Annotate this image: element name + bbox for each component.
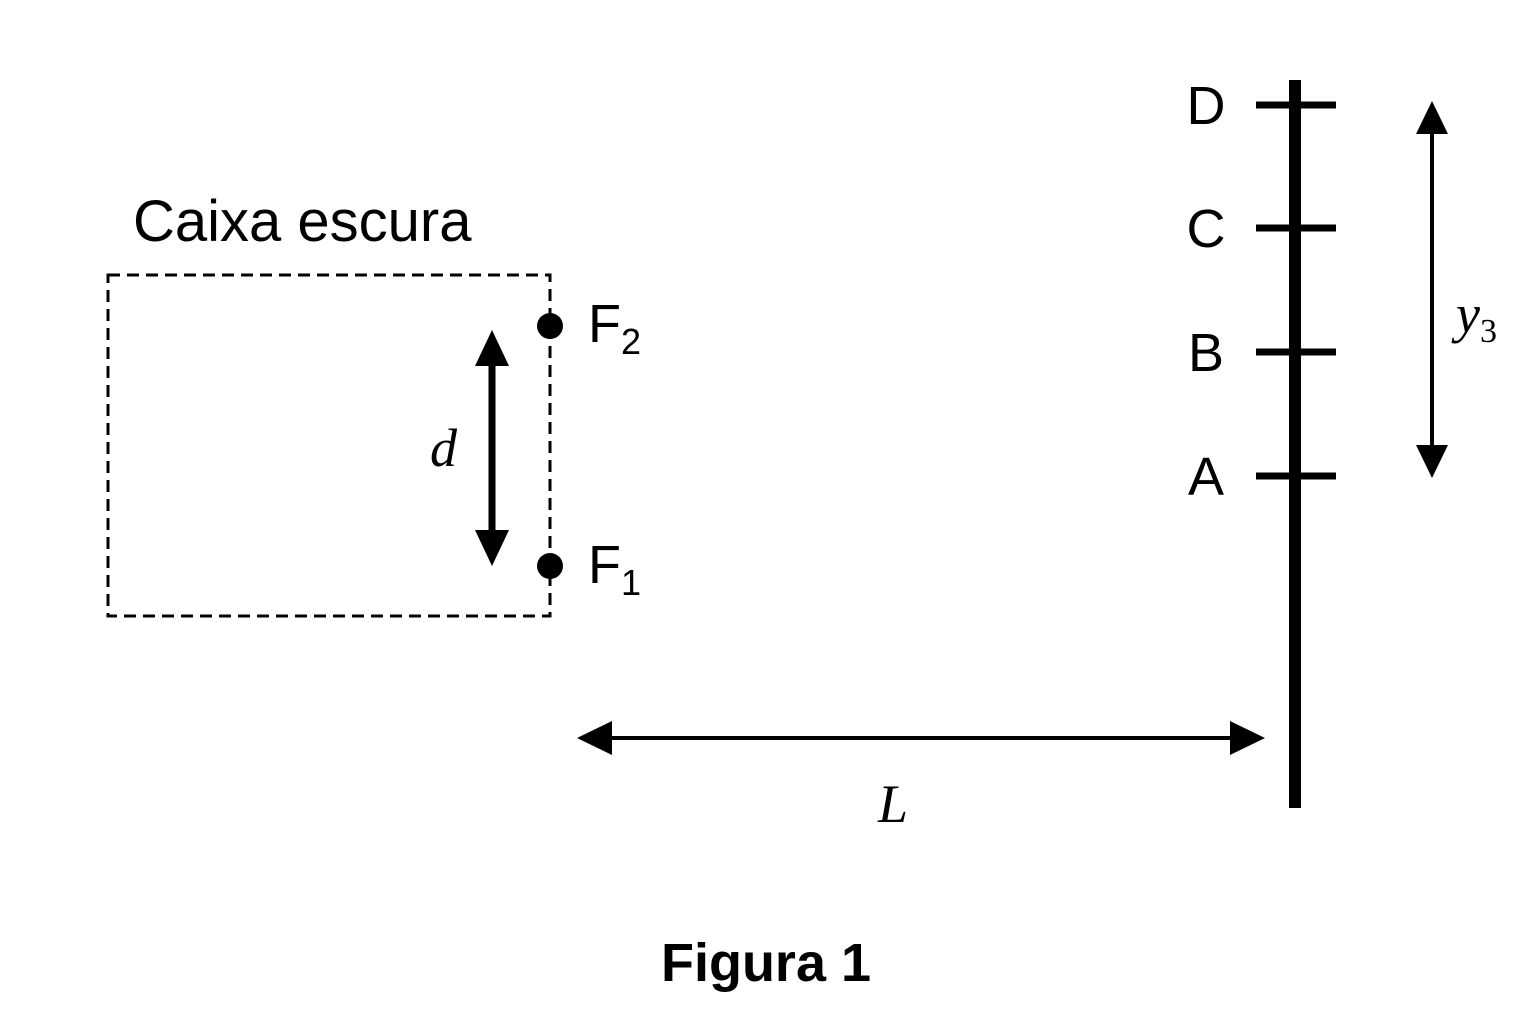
point-d-label: D — [1187, 76, 1226, 136]
distance-arrow — [577, 721, 1265, 755]
point-b-label: B — [1188, 323, 1224, 383]
span-label: y3 — [1451, 284, 1497, 350]
source-f2-dot — [537, 313, 563, 339]
separation-arrow — [475, 330, 509, 566]
span-arrow-heads — [1416, 101, 1448, 478]
point-a-label: A — [1188, 447, 1224, 507]
span-label-letter: y — [1451, 284, 1480, 344]
source-f2-letter: F — [588, 294, 621, 354]
figure-caption: Figura 1 — [661, 933, 871, 993]
source-f1-label: F1 — [588, 535, 641, 603]
distance-label: L — [877, 774, 908, 834]
dark-box — [106, 273, 552, 618]
point-c-label: C — [1187, 199, 1226, 259]
source-f1-subscript: 1 — [621, 562, 641, 603]
source-f2-label: F2 — [588, 294, 641, 362]
separation-label: d — [430, 418, 458, 478]
source-f1-letter: F — [588, 535, 621, 595]
source-f2-subscript: 2 — [621, 321, 641, 362]
source-f1-dot — [537, 553, 563, 579]
span-label-subscript: 3 — [1480, 313, 1497, 350]
dark-box-title: Caixa escura — [133, 189, 472, 254]
